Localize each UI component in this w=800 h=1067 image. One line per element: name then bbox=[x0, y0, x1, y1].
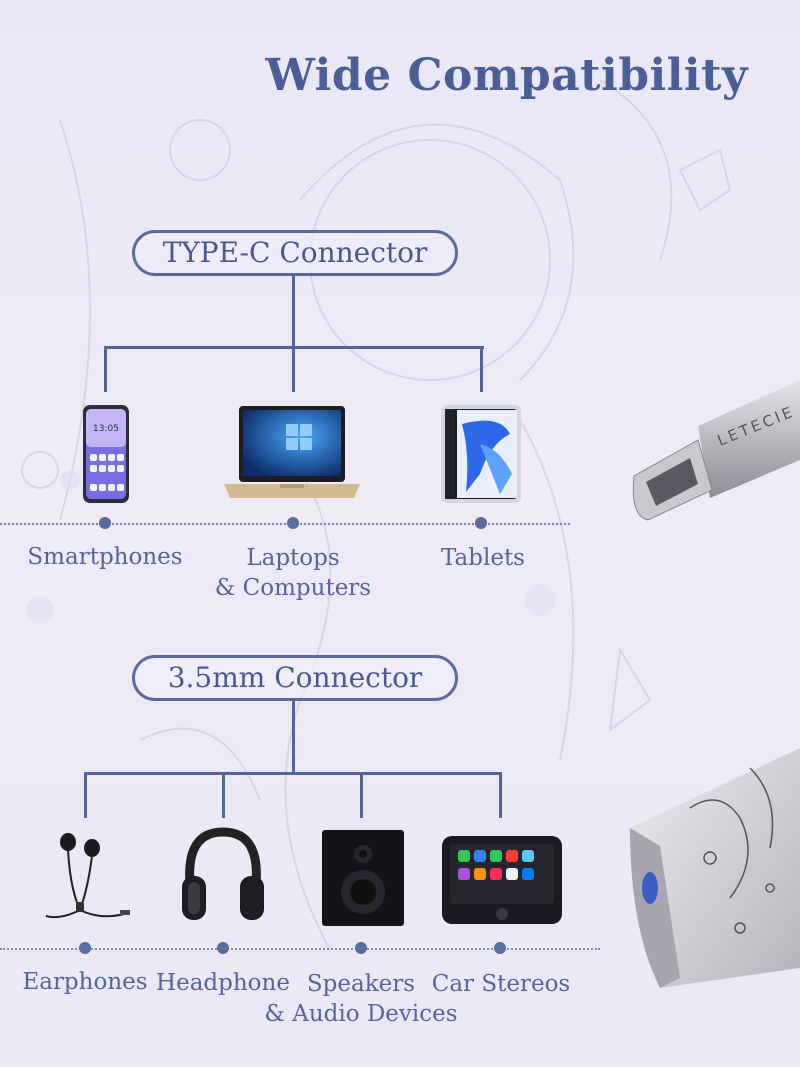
label-smartphones: Smartphones bbox=[5, 542, 205, 572]
label-text: Earphones bbox=[22, 969, 148, 995]
label-text: Speakers bbox=[306, 971, 416, 997]
audio-branch bbox=[84, 772, 502, 775]
typec-stem bbox=[292, 273, 295, 348]
label-earphones: Earphones bbox=[0, 967, 185, 997]
svg-text:13:05: 13:05 bbox=[93, 424, 119, 434]
tablet-icon bbox=[441, 405, 521, 503]
typec-dot-3 bbox=[475, 517, 487, 529]
car-stereo-icon bbox=[442, 836, 562, 924]
smartphone-icon: 13:05 bbox=[83, 405, 129, 503]
label-tablets: Tablets bbox=[383, 543, 583, 573]
audio-stem bbox=[292, 698, 295, 774]
label-laptops: Laptops & Computers bbox=[193, 543, 393, 603]
label-text-2: & Audio Devices bbox=[264, 1001, 458, 1027]
headphone-icon bbox=[182, 827, 264, 920]
audio-connector-badge: 3.5mm Connector bbox=[132, 655, 458, 701]
speaker-icon bbox=[322, 830, 404, 926]
earphones-icon bbox=[45, 833, 130, 919]
label-text: Tablets bbox=[440, 545, 525, 571]
typec-divider bbox=[0, 523, 570, 525]
audio-dot-3 bbox=[355, 942, 367, 954]
typec-adapter-image: LETECIE bbox=[632, 380, 800, 521]
audio-drop-2 bbox=[222, 772, 225, 818]
page-title: Wide Compatibility bbox=[265, 50, 748, 101]
label-car-stereos: Car Stereos bbox=[401, 969, 601, 999]
laptop-icon bbox=[224, 406, 360, 498]
audio-dot-4 bbox=[494, 942, 506, 954]
audio-drop-3 bbox=[360, 772, 363, 818]
typec-drop-2 bbox=[292, 346, 295, 392]
label-speakers: Speakers & Audio Devices bbox=[251, 969, 471, 1029]
label-text: Headphone bbox=[156, 970, 290, 996]
label-text: Laptops bbox=[246, 545, 340, 571]
label-headphone: Headphone bbox=[123, 968, 323, 998]
typec-drop-3 bbox=[480, 346, 483, 392]
typec-connector-badge: TYPE-C Connector bbox=[132, 230, 458, 276]
audio-drop-4 bbox=[499, 772, 502, 818]
typec-dot-1 bbox=[99, 517, 111, 529]
label-text-2: & Computers bbox=[214, 575, 372, 601]
label-text: Car Stereos bbox=[431, 971, 571, 997]
typec-dot-2 bbox=[287, 517, 299, 529]
audio-dot-2 bbox=[217, 942, 229, 954]
audio-divider bbox=[0, 948, 600, 950]
typec-drop-1 bbox=[104, 346, 107, 392]
audio-dot-1 bbox=[79, 942, 91, 954]
label-text: Smartphones bbox=[27, 544, 183, 570]
audio-drop-1 bbox=[84, 772, 87, 818]
audio-adapter-image bbox=[630, 748, 800, 988]
